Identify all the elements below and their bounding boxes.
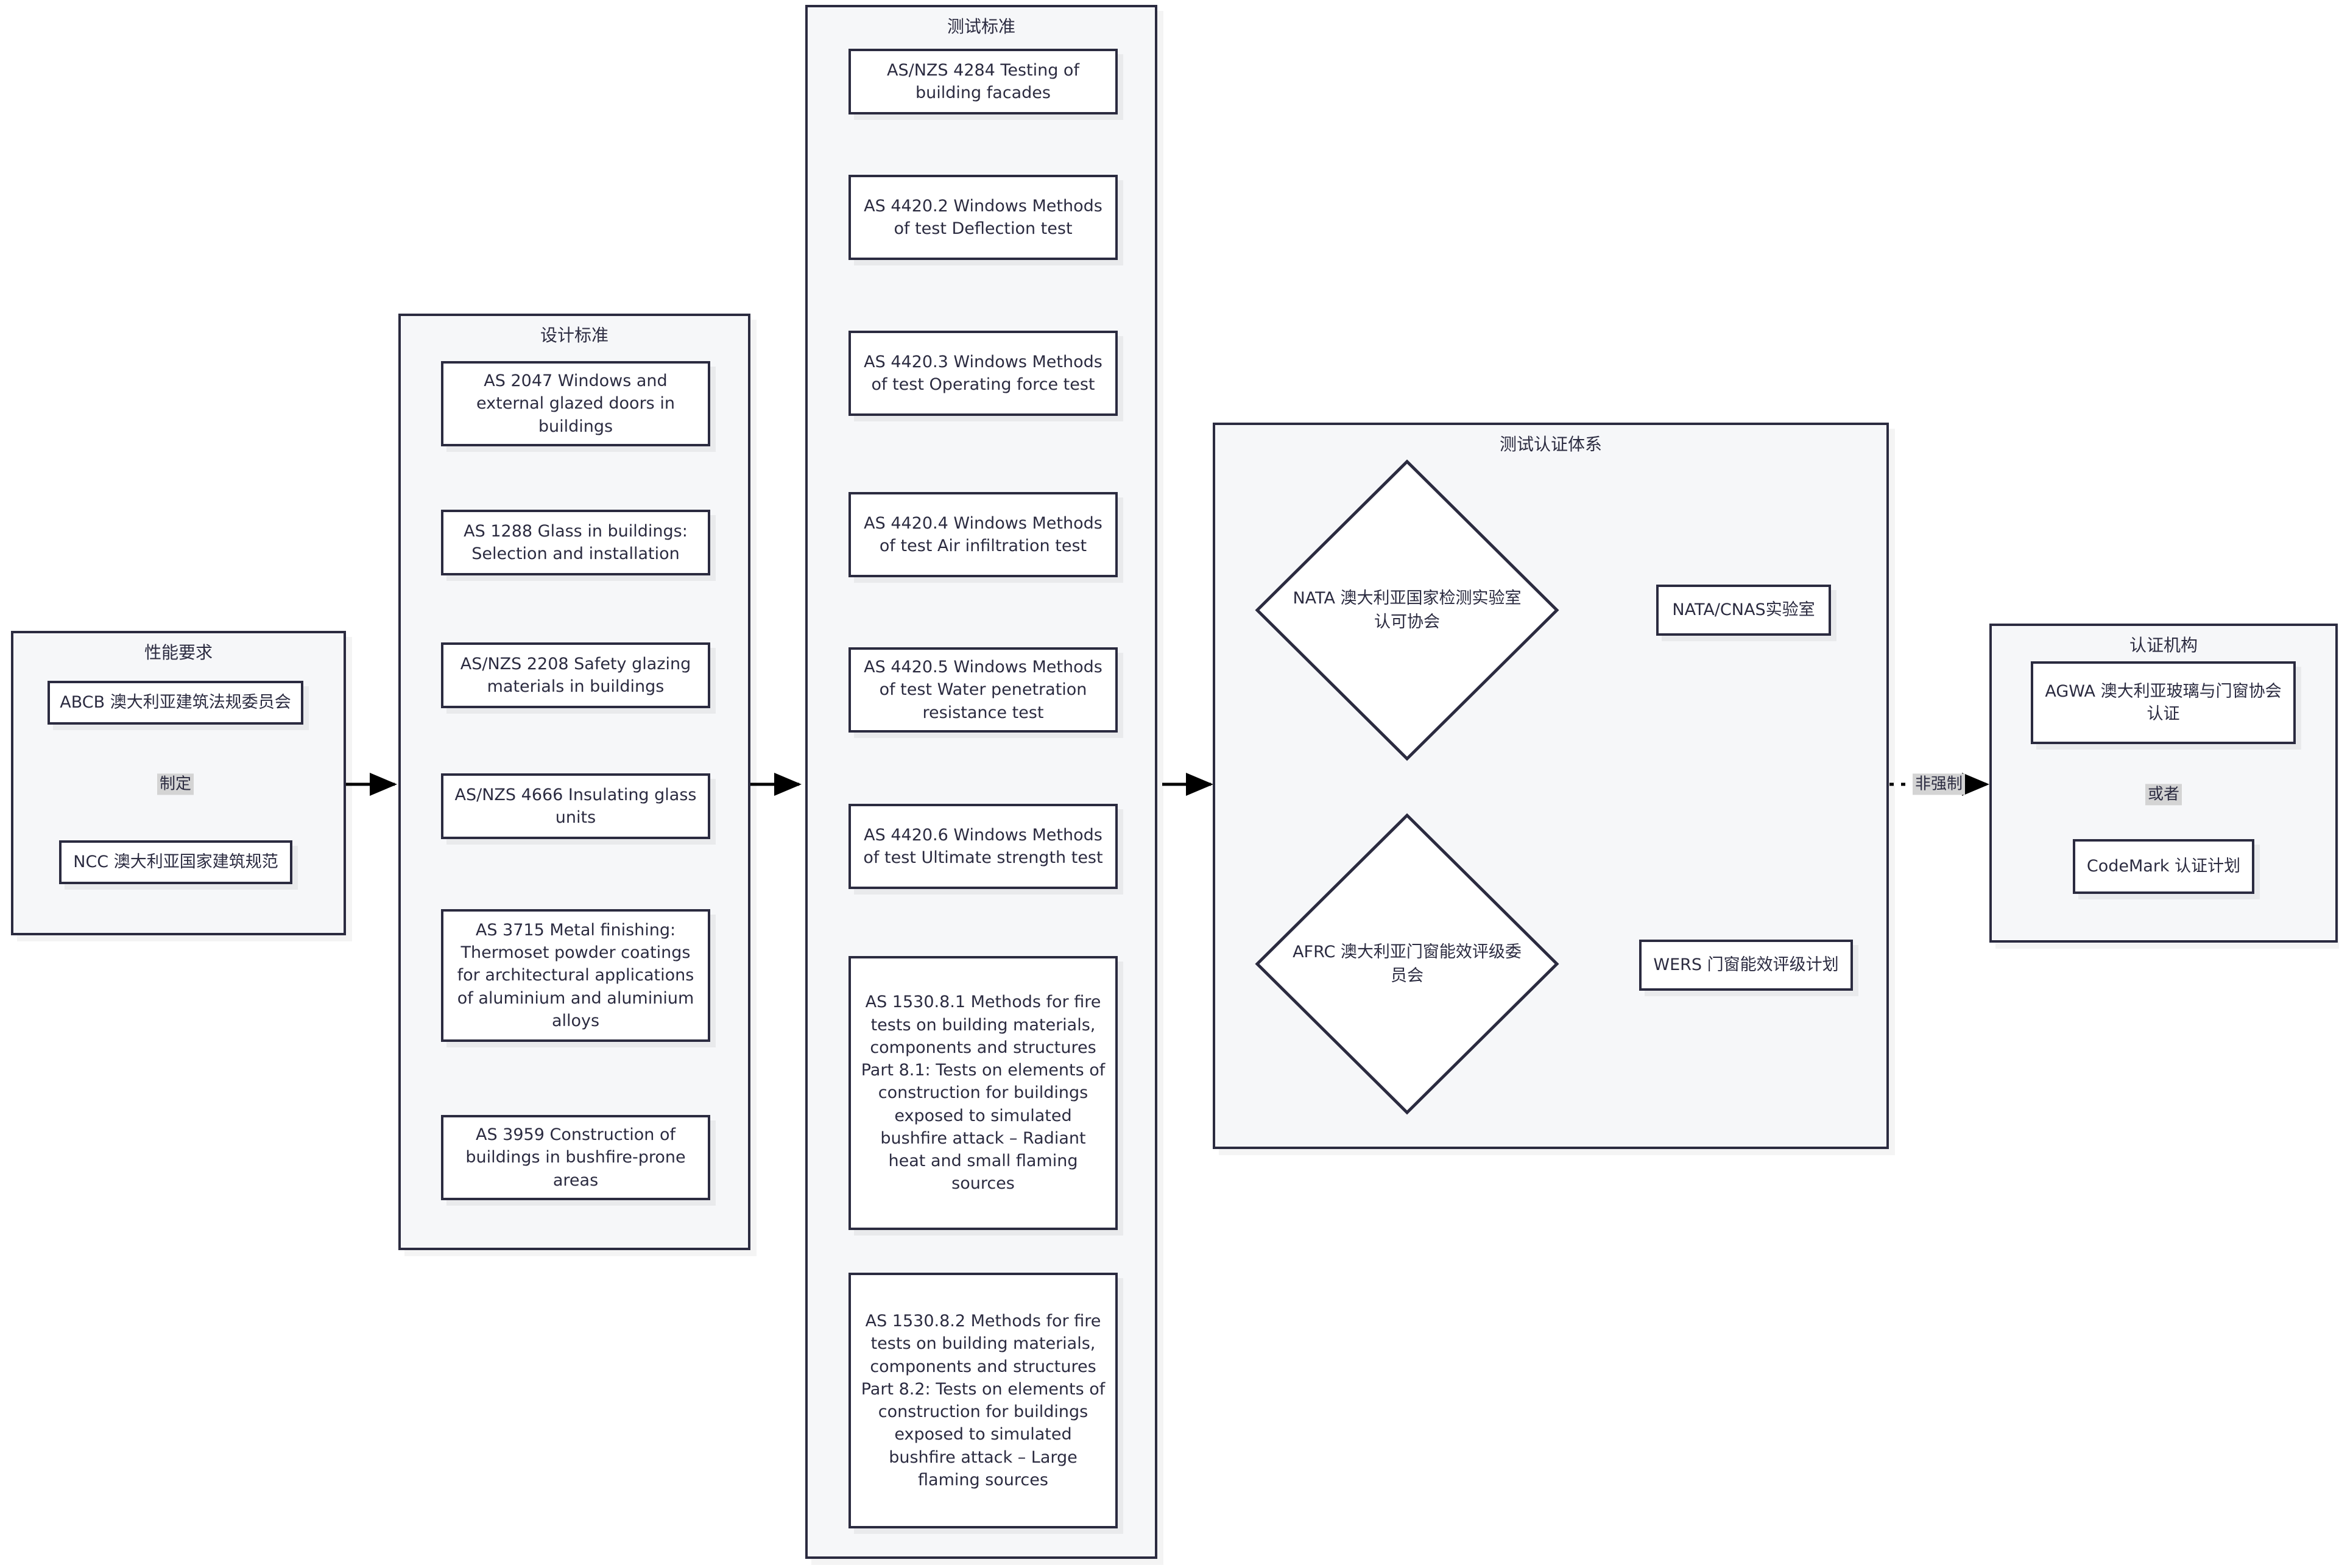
node-as4420-3-label: AS 4420.3 Windows Methods of test Operat… — [864, 352, 1102, 394]
node-as4420-3[interactable]: AS 4420.3 Windows Methods of test Operat… — [848, 331, 1118, 416]
node-ncc[interactable]: NCC 澳大利亚国家建筑规范 — [59, 840, 292, 884]
edge-label-zhiding: 制定 — [157, 773, 194, 795]
node-as1530-8-1[interactable]: AS 1530.8.1 Methods for fire tests on bu… — [848, 956, 1118, 1230]
node-asnzs2208[interactable]: AS/NZS 2208 Safety glazing materials in … — [441, 642, 710, 708]
node-as3959-label: AS 3959 Construction of buildings in bus… — [465, 1125, 686, 1190]
node-asnzs4666-label: AS/NZS 4666 Insulating glass units — [454, 785, 697, 827]
node-afrc-diamond[interactable]: AFRC 澳大利亚门窗能效评级委员会 — [1254, 812, 1561, 1116]
subgraph-title-performance: 性能要求 — [144, 642, 213, 663]
node-as2047[interactable]: AS 2047 Windows and external glazed door… — [441, 361, 710, 446]
nata-diamond-shape — [1255, 459, 1559, 761]
node-as4420-2-label: AS 4420.2 Windows Methods of test Deflec… — [864, 196, 1102, 238]
node-nata-cnas-lab-label: NATA/CNAS实验室 — [1672, 600, 1815, 620]
node-nata-diamond[interactable]: NATA 澳大利亚国家检测实验室认可协会 — [1254, 458, 1561, 762]
node-codemark[interactable]: CodeMark 认证计划 — [2073, 839, 2254, 894]
node-as4420-5[interactable]: AS 4420.5 Windows Methods of test Water … — [848, 647, 1118, 733]
node-as3715-label: AS 3715 Metal finishing: Thermoset powde… — [457, 920, 694, 1030]
node-agwa[interactable]: AGWA 澳大利亚玻璃与门窗协会认证 — [2031, 661, 2296, 744]
node-as4420-2[interactable]: AS 4420.2 Windows Methods of test Deflec… — [848, 175, 1118, 260]
edge-label-optional: 非强制 — [1912, 773, 1966, 795]
node-as4420-6[interactable]: AS 4420.6 Windows Methods of test Ultima… — [848, 804, 1118, 889]
node-as4420-4[interactable]: AS 4420.4 Windows Methods of test Air in… — [848, 492, 1118, 577]
node-as1530-8-2[interactable]: AS 1530.8.2 Methods for fire tests on bu… — [848, 1273, 1118, 1528]
subgraph-title-testing: 测试标准 — [947, 16, 1015, 37]
node-ncc-label: NCC 澳大利亚国家建筑规范 — [73, 853, 278, 872]
edge-label-or: 或者 — [2145, 784, 2182, 806]
node-as1530-8-1-label: AS 1530.8.1 Methods for fire tests on bu… — [861, 993, 1106, 1194]
node-afrc-label: AFRC 澳大利亚门窗能效评级委员会 — [1293, 942, 1522, 985]
node-asnzs4284[interactable]: AS/NZS 4284 Testing of building facades — [848, 49, 1118, 114]
node-asnzs2208-label: AS/NZS 2208 Safety glazing materials in … — [460, 654, 691, 696]
node-as4420-4-label: AS 4420.4 Windows Methods of test Air in… — [864, 513, 1102, 555]
node-as2047-label: AS 2047 Windows and external glazed door… — [476, 371, 675, 436]
node-as4420-5-label: AS 4420.5 Windows Methods of test Water … — [864, 658, 1102, 722]
node-asnzs4666[interactable]: AS/NZS 4666 Insulating glass units — [441, 773, 710, 839]
subgraph-title-cert-system: 测试认证体系 — [1499, 434, 1602, 454]
node-nata-label: NATA 澳大利亚国家检测实验室认可协会 — [1293, 588, 1522, 631]
subgraph-title-cert-bodies: 认证机构 — [2129, 635, 2198, 655]
node-asnzs4284-label: AS/NZS 4284 Testing of building facades — [887, 60, 1079, 102]
node-abcb-label: ABCB 澳大利亚建筑法规委员会 — [60, 693, 291, 712]
node-as4420-6-label: AS 4420.6 Windows Methods of test Ultima… — [863, 825, 1103, 867]
node-wers[interactable]: WERS 门窗能效评级计划 — [1639, 940, 1853, 991]
node-nata-cnas-lab[interactable]: NATA/CNAS实验室 — [1656, 585, 1831, 636]
node-as1288[interactable]: AS 1288 Glass in buildings: Selection an… — [441, 510, 710, 575]
afrc-diamond-shape — [1255, 813, 1559, 1115]
subgraph-title-design: 设计标准 — [540, 325, 609, 345]
node-as3959[interactable]: AS 3959 Construction of buildings in bus… — [441, 1115, 710, 1200]
node-abcb[interactable]: ABCB 澳大利亚建筑法规委员会 — [48, 681, 303, 725]
node-as1288-label: AS 1288 Glass in buildings: Selection an… — [464, 521, 688, 563]
node-as1530-8-2-label: AS 1530.8.2 Methods for fire tests on bu… — [861, 1312, 1106, 1489]
node-wers-label: WERS 门窗能效评级计划 — [1653, 955, 1839, 975]
node-agwa-label: AGWA 澳大利亚玻璃与门窗协会认证 — [2045, 681, 2282, 723]
node-as3715[interactable]: AS 3715 Metal finishing: Thermoset powde… — [441, 909, 710, 1042]
node-codemark-label: CodeMark 认证计划 — [2086, 857, 2241, 876]
